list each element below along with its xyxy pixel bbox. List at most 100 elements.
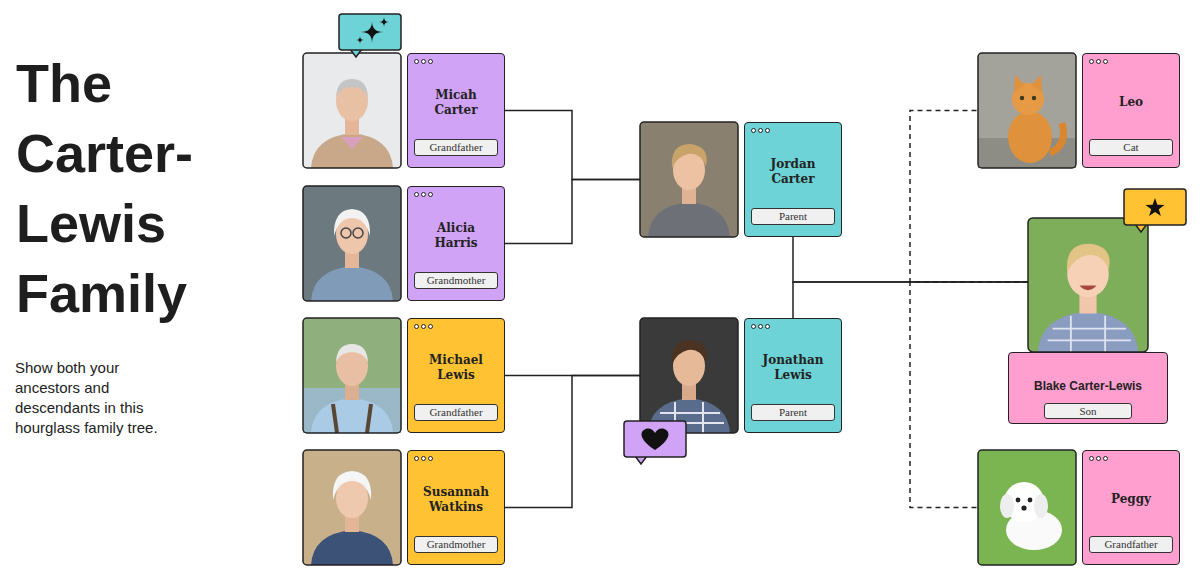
diagram-title: The Carter-Lewis Family (16, 48, 231, 328)
person-group: Jordan CarterParent (640, 122, 844, 237)
window-dot (1089, 59, 1094, 64)
window-dot (765, 324, 770, 329)
window-dots (1089, 59, 1108, 65)
photo-alicia (303, 186, 401, 301)
window-dot (428, 456, 433, 461)
photo-cat-part (1050, 123, 1064, 153)
name-area: Susannah Watkins (416, 451, 496, 536)
person-name: Michael Lewis (416, 353, 496, 383)
name-area: Leo (1091, 54, 1171, 139)
role-text: Grandfather (429, 141, 482, 154)
window-dot (428, 324, 433, 329)
window-dot (1089, 456, 1094, 461)
window-dot (1096, 456, 1101, 461)
window-dot (428, 192, 433, 197)
photo-blake-part (1038, 311, 1138, 352)
window-dots (414, 59, 433, 65)
role-text: Parent (779, 406, 807, 419)
photo-dog-part (1034, 494, 1048, 518)
name-card: Blake Carter-LewisSon (1008, 352, 1168, 424)
name-card: Jordan CarterParent (744, 122, 842, 237)
photo-dog (978, 450, 1076, 565)
heart-callout (624, 421, 686, 464)
person-group: Alicia HarrisGrandmother (303, 186, 507, 301)
photo-frame (303, 318, 401, 433)
window-dot (414, 59, 419, 64)
person-name: Jonathan Lewis (753, 353, 833, 383)
photo-alicia-part (303, 186, 401, 301)
family-line (505, 376, 640, 508)
photo-blake-part (1028, 218, 1148, 352)
photo-jordan-part (672, 144, 707, 168)
person-name: Leo (1119, 95, 1143, 110)
star-callout (1124, 189, 1186, 232)
photo-michael-part (333, 404, 371, 433)
child-group: Blake Carter-LewisSon (1008, 218, 1168, 424)
photo-cat-part (1014, 75, 1042, 93)
role-pill: Cat (1089, 139, 1173, 156)
person-name: Blake Carter-Lewis (1034, 379, 1142, 394)
photo-cat-part (1020, 96, 1024, 100)
photo-jonathan-part (640, 318, 738, 433)
name-area: Jordan Carter (753, 123, 833, 208)
photo-alicia-part (303, 186, 401, 301)
photo-cat-part (1032, 96, 1036, 100)
photo-dog-part (1016, 498, 1021, 503)
photo-michael-part (303, 318, 401, 433)
photo-frame (978, 53, 1076, 168)
window-dots (414, 456, 433, 462)
name-area: Blake Carter-Lewis (1034, 379, 1142, 394)
photo-jordan-part (640, 122, 738, 237)
photo-alicia-part (311, 266, 393, 301)
name-card: LeoCat (1082, 53, 1180, 168)
photo-jonathan-part (672, 340, 707, 364)
photo-michael-part (303, 318, 401, 433)
role-pill: Parent (751, 208, 835, 225)
window-dot (428, 59, 433, 64)
photo-jordan-part (640, 122, 738, 237)
photo-susannah-part (303, 450, 401, 565)
photo-frame (978, 450, 1076, 565)
window-dot (1103, 456, 1108, 461)
window-dots (414, 192, 433, 198)
photo-micah (303, 53, 401, 168)
window-dot (1103, 59, 1108, 64)
photo-blake-part (1079, 286, 1096, 291)
person-name: Jordan Carter (753, 157, 833, 187)
window-dot (421, 324, 426, 329)
photo-blake (1028, 218, 1148, 352)
person-name: Alicia Harris (416, 221, 496, 251)
diagram-caption: Show both your ancestors and descendants… (15, 358, 173, 438)
role-text: Grandfather (429, 406, 482, 419)
sparkle-callout-part (339, 14, 401, 50)
photo-michael-part (311, 398, 393, 433)
role-pill: Grandmother (414, 536, 498, 553)
role-pill: Son (1044, 403, 1132, 419)
photo-alicia-part (334, 209, 370, 236)
photo-micah-part (311, 133, 393, 168)
photo-frame (640, 318, 738, 433)
role-text: Grandmother (427, 274, 486, 287)
window-dot (751, 128, 756, 133)
window-dot (414, 324, 419, 329)
name-area: Michael Lewis (416, 319, 496, 404)
window-dot (1096, 59, 1101, 64)
star-callout-part (1145, 198, 1164, 216)
name-area: Peggy (1091, 451, 1171, 536)
window-dots (751, 324, 770, 330)
role-pill: Grandfather (1089, 536, 1173, 553)
photo-dog-part (1000, 494, 1014, 518)
name-card: Michael LewisGrandfather (407, 318, 505, 433)
role-text: Grandfather (1104, 538, 1157, 551)
role-pill: Grandfather (414, 404, 498, 421)
star-callout-part (1124, 189, 1186, 225)
sparkle-callout-part (379, 17, 389, 27)
name-area: Micah Carter (416, 54, 496, 139)
photo-micah-part (303, 53, 401, 168)
window-dot (414, 456, 419, 461)
family-line (505, 180, 640, 244)
person-group: Susannah WatkinsGrandmother (303, 450, 507, 565)
photo-cat-part (978, 53, 1076, 168)
person-group: LeoCat (978, 53, 1182, 168)
person-name: Peggy (1111, 492, 1151, 507)
